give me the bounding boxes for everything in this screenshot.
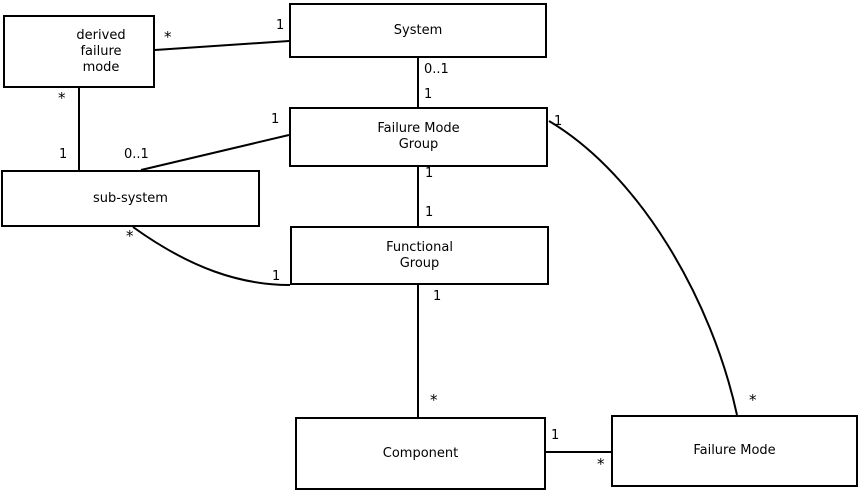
multiplicity-mult-sub-to-fg-near-sub: *	[126, 227, 134, 245]
multiplicity-mult-fmg-to-fm-near-fmg: 1	[554, 114, 563, 129]
multiplicity-mult-fg-to-component-near-component: *	[430, 391, 438, 409]
multiplicity-mult-derived-to-sub-near-sub: 1	[59, 147, 68, 162]
association-edge	[140, 134, 290, 171]
class-box-functional-group[interactable]: Functional Group	[290, 226, 549, 285]
multiplicity-mult-system-to-fmg-near-fmg: 1	[424, 87, 433, 102]
multiplicity-mult-derived-to-system-near-system: 1	[276, 18, 285, 33]
class-name-functional-group: Functional Group	[386, 239, 453, 271]
multiplicity-mult-sub-to-fg-near-fg: 1	[272, 269, 281, 284]
multiplicity-mult-fmg-to-fg-near-fg: 1	[425, 205, 434, 220]
multiplicity-mult-derived-to-system-near-derived: *	[164, 28, 172, 46]
class-box-sub-system[interactable]: sub-system	[1, 170, 260, 227]
association-edge	[154, 40, 290, 51]
class-name-derived-failure-mode: derived failure mode	[76, 27, 126, 75]
class-name-component: Component	[382, 445, 459, 461]
class-box-derived-failure-mode[interactable]: derived failure mode	[3, 15, 155, 88]
multiplicity-mult-sub-to-fmg-near-sub: 0..1	[124, 147, 149, 162]
class-name-sub-system: sub-system	[93, 190, 168, 206]
multiplicity-mult-component-to-fm-near-fm: *	[597, 455, 605, 473]
class-box-system[interactable]: System	[289, 3, 547, 58]
multiplicity-mult-system-to-fmg-near-system: 0..1	[424, 62, 449, 77]
class-name-failure-mode: Failure Mode	[693, 443, 776, 458]
class-box-failure-mode[interactable]: Failure Mode	[611, 415, 858, 487]
multiplicity-mult-fmg-to-fm-near-fm: *	[749, 391, 757, 409]
class-box-failure-mode-group[interactable]: Failure Mode Group	[289, 107, 548, 167]
multiplicity-mult-sub-to-fmg-near-fmg: 1	[271, 112, 280, 127]
class-name-failure-mode-group: Failure Mode Group	[377, 121, 460, 152]
class-box-component[interactable]: Component	[295, 417, 546, 490]
association-edge	[132, 226, 291, 286]
association-edge	[548, 120, 738, 416]
multiplicity-mult-derived-to-sub-near-derived: *	[58, 89, 66, 107]
multiplicity-mult-fg-to-component-near-fg: 1	[433, 289, 442, 304]
multiplicity-mult-fmg-to-fg-near-fmg: 1	[425, 166, 434, 181]
multiplicity-mult-component-to-fm-near-component: 1	[551, 428, 560, 443]
class-name-system: System	[393, 22, 443, 38]
